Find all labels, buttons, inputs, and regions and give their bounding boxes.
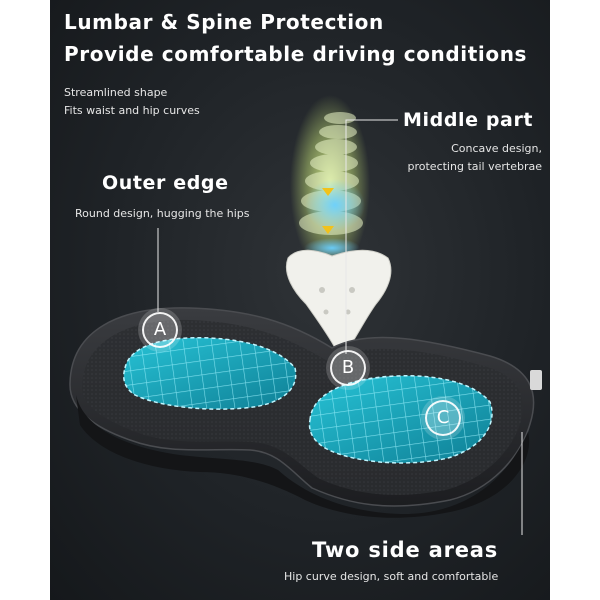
gel-outline-left <box>123 336 297 410</box>
side-areas-desc: Hip curve design, soft and comfortable <box>284 570 499 583</box>
cushion-illustration <box>69 95 542 535</box>
marker-a: A <box>142 312 178 348</box>
outer-edge-title: Outer edge <box>102 172 229 194</box>
vertebra <box>319 125 357 139</box>
sacrum <box>286 249 392 351</box>
seat-cushion <box>69 307 542 518</box>
callout-line-middle-part <box>345 119 398 354</box>
gel-grid-right <box>309 375 493 463</box>
vertebra <box>324 112 356 124</box>
cushion-side <box>76 395 530 518</box>
dark-background-panel: Lumbar & Spine Protection Provide comfor… <box>50 0 550 600</box>
brand-tag <box>530 370 542 390</box>
disc-highlight <box>305 179 365 231</box>
intro-line-1: Streamlined shape <box>64 86 168 99</box>
middle-part-desc-line-1: Concave design, <box>451 142 542 155</box>
callout-lines <box>157 119 523 535</box>
middle-part-title: Middle part <box>403 109 534 131</box>
spine-graphic <box>286 95 392 351</box>
headline-line-1: Lumbar & Spine Protection <box>64 10 384 34</box>
gel-outline-right <box>308 374 493 464</box>
side-areas-title: Two side areas <box>312 538 499 562</box>
outer-edge-desc: Round design, hugging the hips <box>75 207 250 220</box>
marker-c: C <box>425 400 461 436</box>
middle-part-desc-line-2: protecting tail vertebrae <box>407 160 543 173</box>
vertebra <box>315 139 357 155</box>
headline-line-2: Provide comfortable driving conditions <box>64 42 528 66</box>
gel-grid-left <box>123 337 296 410</box>
intro-line-2: Fits waist and hip curves <box>64 104 200 117</box>
marker-b: B <box>330 350 366 386</box>
vertebra <box>310 154 358 172</box>
